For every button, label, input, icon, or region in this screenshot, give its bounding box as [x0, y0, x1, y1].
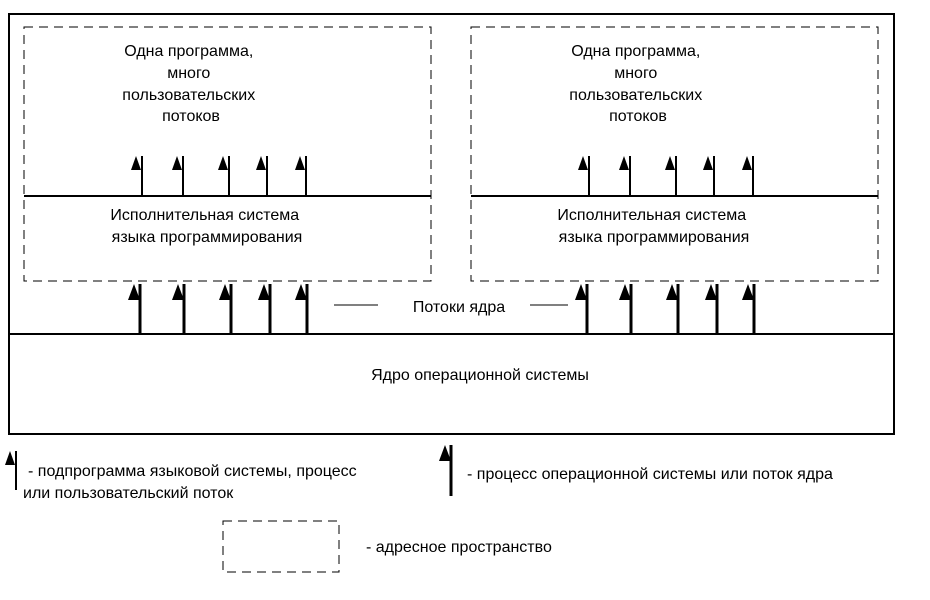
legend: - подпрограмма языковой системы, процесс… [5, 445, 833, 573]
right-kernel-threads [575, 284, 756, 334]
kernel-box [8, 333, 895, 435]
left-process-title: Одна программа, много пользовательских п… [122, 43, 259, 125]
right-runtime-line-1: Исполнительная система [557, 207, 746, 224]
left-runtime-line-1: Исполнительная система [110, 207, 299, 224]
right-title-line-1: Одна программа, [571, 43, 700, 60]
left-title-line-2: много [167, 65, 210, 82]
left-title-line-1: Одна программа, [124, 43, 253, 60]
left-title-line-4: потоков [162, 108, 220, 125]
legend-thin-line-1: - подпрограмма языковой системы, процесс [28, 463, 357, 480]
legend-bold-arrow-text: - процесс операционной системы или поток… [467, 466, 833, 483]
left-address-space [23, 26, 432, 282]
right-process: Одна программа, много пользовательских п… [470, 26, 879, 282]
right-runtime-line-2: языка программирования [559, 229, 750, 246]
kernel-label: Ядро операционной системы [371, 367, 589, 384]
left-process: Одна программа, много пользовательских п… [23, 26, 432, 282]
left-kernel-threads [128, 284, 309, 334]
left-runtime-label: Исполнительная система языка программиро… [110, 207, 303, 246]
left-user-threads [131, 156, 307, 196]
right-runtime-label: Исполнительная система языка программиро… [557, 207, 750, 246]
dashed-rect-icon [222, 520, 340, 573]
left-title-line-3: пользовательских [122, 87, 255, 104]
right-title-line-3: пользовательских [569, 87, 702, 104]
left-runtime-line-2: языка программирования [112, 229, 303, 246]
right-address-space [470, 26, 879, 282]
right-user-threads [578, 156, 754, 196]
kernel-threads-label: Потоки ядра [413, 299, 505, 316]
right-title-line-4: потоков [609, 108, 667, 125]
right-title-line-2: много [614, 65, 657, 82]
legend-thin-arrow-text: - подпрограмма языковой системы, процесс… [23, 463, 361, 502]
legend-thin-line-2: или пользовательский поток [23, 485, 234, 502]
right-process-title: Одна программа, много пользовательских п… [569, 43, 706, 125]
legend-dashed-box-text: - адресное пространство [366, 539, 552, 556]
